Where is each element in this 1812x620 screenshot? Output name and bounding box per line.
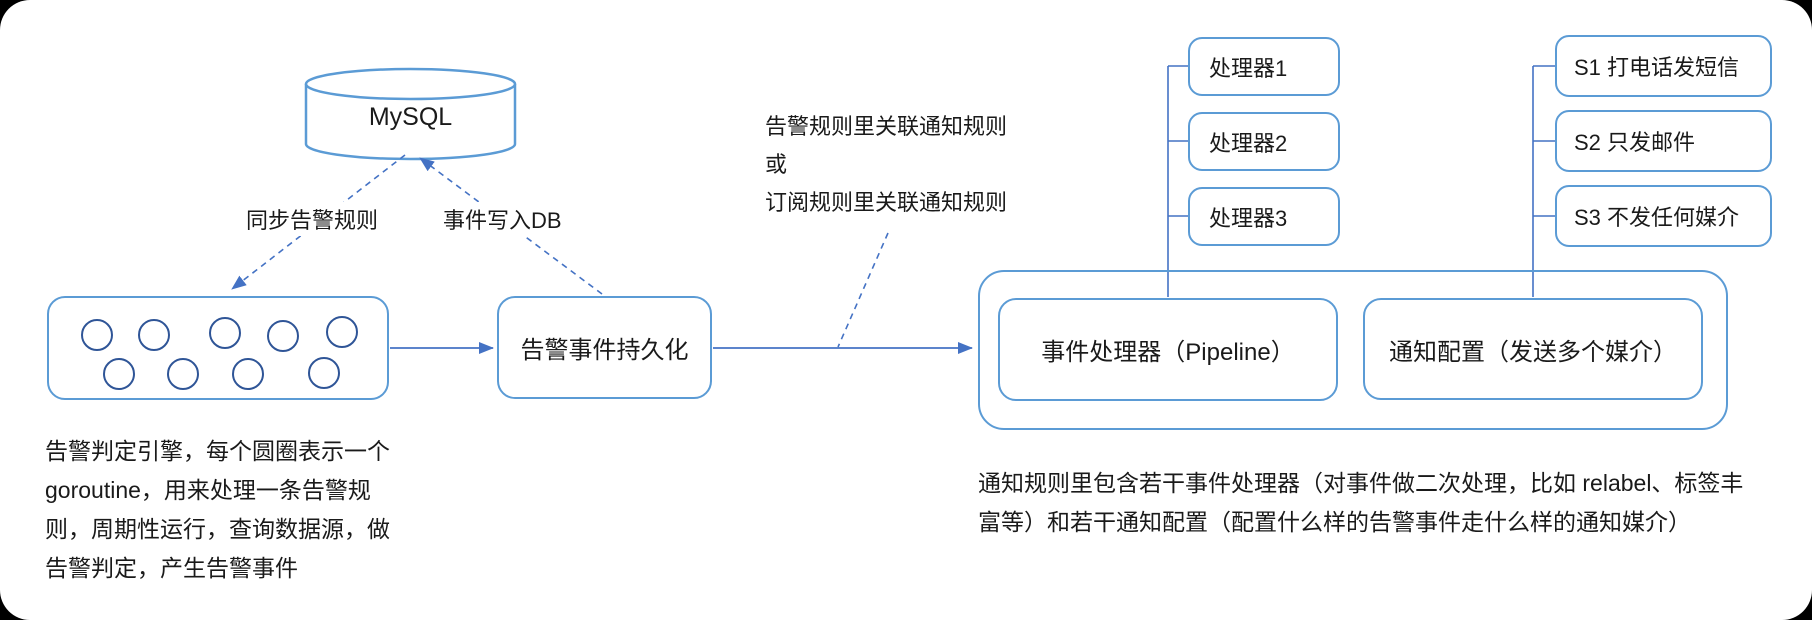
connector-strategies (1532, 65, 1555, 297)
notify-note: 通知规则里包含若干事件处理器（对事件做二次处理，比如 relabel、标签丰 富… (978, 464, 1743, 542)
engine-note-line-4: 告警判定，产生告警事件 (45, 555, 298, 581)
processor-label-1: 处理器1 (1209, 55, 1288, 81)
edge-label-sync-rules: 同步告警规则 (243, 202, 382, 236)
edge-annotation-pointer (837, 232, 889, 348)
annotation-line-3: 订阅规则里关联通知规则 (765, 190, 1008, 215)
goroutine-circle (138, 319, 170, 351)
notify-config-box: 通知配置（发送多个媒介） (1363, 298, 1703, 400)
processor-box-1: 处理器1 (1188, 37, 1340, 96)
strategy-box-s3: S3 不发任何媒介 (1555, 185, 1772, 247)
engine-note-line-2: goroutine，用来处理一条告警规 (45, 477, 371, 503)
pipeline-label: 事件处理器（Pipeline） (1041, 339, 1295, 366)
goroutine-circle (167, 358, 199, 390)
processor-label-2: 处理器2 (1209, 130, 1288, 156)
notify-rule-container (978, 270, 1728, 430)
strategy-label-s2: S2 只发邮件 (1574, 130, 1696, 155)
strategy-box-s1: S1 打电话发短信 (1555, 35, 1772, 97)
engine-box (47, 296, 389, 400)
strategy-label-s3: S3 不发任何媒介 (1574, 205, 1740, 230)
goroutine-circle (232, 358, 264, 390)
pipeline-box: 事件处理器（Pipeline） (998, 298, 1338, 401)
strategy-box-s2: S2 只发邮件 (1555, 110, 1772, 172)
annotation-line-1: 告警规则里关联通知规则 (765, 114, 1008, 139)
notify-note-line-1: 通知规则里包含若干事件处理器（对事件做二次处理，比如 relabel、标签丰 (978, 470, 1744, 496)
connector-processors (1167, 65, 1188, 297)
mysql-cylinder-icon (304, 67, 517, 161)
mysql-label: MySQL (368, 103, 453, 131)
annotation-block: 告警规则里关联通知规则 或 订阅规则里关联通知规则 (765, 108, 1007, 222)
strategy-label-s1: S1 打电话发短信 (1574, 55, 1740, 80)
goroutine-circle (209, 317, 241, 349)
goroutine-circle (81, 319, 113, 351)
goroutine-circle (326, 316, 358, 348)
persistence-label: 告警事件持久化 (520, 337, 689, 364)
notify-config-label: 通知配置（发送多个媒介） (1389, 338, 1677, 366)
edge-label-write-db: 事件写入DB (440, 202, 565, 236)
persistence-box: 告警事件持久化 (497, 296, 712, 399)
goroutine-circle (103, 358, 135, 390)
engine-note: 告警判定引擎，每个圆圈表示一个 goroutine，用来处理一条告警规 则，周期… (45, 432, 390, 588)
goroutine-circle (267, 320, 299, 352)
edge-sync-rules (231, 154, 406, 290)
processor-box-3: 处理器3 (1188, 187, 1340, 246)
notify-note-line-2: 富等）和若干通知配置（配置什么样的告警事件走什么样的通知媒介） (978, 509, 1691, 535)
processor-label-3: 处理器3 (1209, 205, 1288, 231)
goroutine-circle (308, 357, 340, 389)
processor-box-2: 处理器2 (1188, 112, 1340, 171)
engine-note-line-1: 告警判定引擎，每个圆圈表示一个 (45, 438, 390, 464)
engine-note-line-3: 则，周期性运行，查询数据源，做 (45, 516, 390, 542)
annotation-line-2: 或 (765, 152, 788, 177)
